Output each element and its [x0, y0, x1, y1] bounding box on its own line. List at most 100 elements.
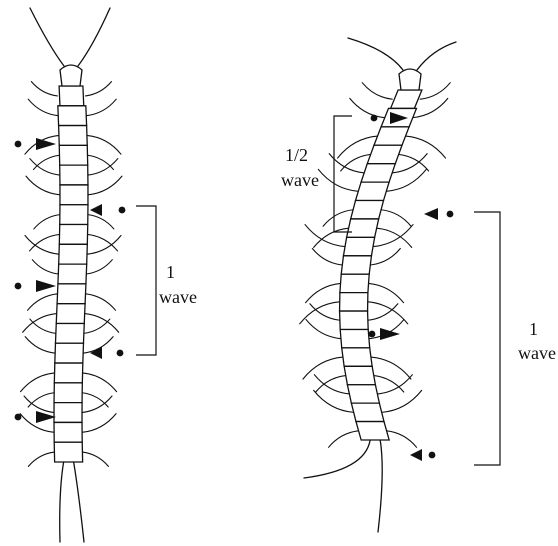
left-antenna-left [30, 8, 64, 66]
left-segment-17 [54, 422, 82, 442]
left-leg-right-16 [82, 396, 112, 413]
left-segment-9 [58, 264, 87, 284]
right-leg-left-8 [305, 225, 345, 247]
right-leg-left-10 [306, 283, 341, 302]
left-leg-left-1 [28, 99, 58, 116]
right-segment-2 [374, 127, 409, 145]
right-leg-left-5 [318, 169, 358, 191]
right-leg-right-12 [368, 304, 398, 321]
left-segment-7 [59, 225, 87, 245]
right-marker-2-dot [447, 211, 454, 218]
left-leg-right-11 [85, 314, 119, 333]
right-segment-6 [351, 201, 384, 219]
right-leg-left-6 [323, 210, 353, 227]
left-leg-left-6 [34, 215, 60, 229]
right-leg-left-15 [316, 376, 346, 393]
left-wave-number: 1 [166, 262, 175, 282]
left-leg-left-7 [30, 234, 60, 251]
left-centipede [20, 8, 122, 542]
right-marker-4-dot [429, 452, 436, 459]
left-leg-left-15 [28, 393, 54, 407]
left-head [60, 65, 82, 86]
right-segment-8 [343, 237, 374, 255]
right-segment-0 [391, 90, 422, 108]
right-segment-18 [356, 422, 389, 440]
left-segment-16 [54, 403, 82, 423]
left-leg-left-3 [33, 155, 59, 169]
left-leg-right-10 [86, 294, 116, 311]
right-leg-right-10 [369, 283, 404, 302]
left-segment-18 [54, 442, 82, 462]
left-leg-right-5 [88, 176, 122, 195]
left-segment-10 [57, 284, 86, 304]
left-segment-4 [60, 165, 88, 185]
left-leg-right-2 [87, 135, 121, 154]
left-leg-left-9 [32, 260, 58, 274]
right-leg-left-1 [350, 98, 385, 117]
left-segment-11 [56, 304, 85, 324]
right-marker-4-wedge [410, 449, 422, 461]
right-marker-3-wedge [380, 328, 400, 340]
right-antenna-left [348, 38, 403, 70]
left-leg-right-9 [86, 260, 112, 274]
left-leg-left-13 [25, 337, 55, 354]
right-half-wave-number: 1/2 [285, 145, 308, 165]
left-segment-14 [54, 363, 82, 383]
left-marker-4-wedge [90, 347, 102, 359]
right-segment-7 [347, 219, 379, 237]
left-marker-2-dot [119, 207, 126, 214]
right-leg-left-18 [329, 431, 359, 448]
left-segment-0 [59, 86, 84, 106]
left-one-wave-bracket [136, 206, 156, 355]
right-leg-left-12 [310, 304, 340, 321]
right-segment-5 [356, 182, 390, 200]
left-leg-right-14 [83, 373, 117, 392]
left-leg-left-4 [30, 159, 60, 176]
right-leg-right-1 [413, 98, 448, 117]
left-marker-1-wedge [36, 138, 56, 150]
left-segment-5 [60, 185, 88, 205]
right-one-wave-bracket [474, 212, 500, 465]
right-leg-right-6 [381, 210, 411, 227]
right-segment-3 [367, 145, 402, 163]
left-marker-4-dot [117, 350, 124, 357]
left-marker-1-dot [15, 141, 22, 148]
left-leg-left-10 [28, 294, 58, 311]
right-leg-left-14 [303, 357, 343, 379]
left-leg-left-16 [24, 396, 54, 413]
right-segment-13 [340, 329, 370, 347]
right-segment-4 [361, 164, 395, 182]
left-leg-left-0 [31, 82, 57, 96]
left-leg-left-11 [23, 314, 57, 333]
left-marker-5-dot [15, 414, 22, 421]
right-leg-right-15 [374, 376, 404, 393]
right-head [399, 69, 421, 90]
left-segment-2 [59, 126, 88, 146]
left-segment-12 [55, 323, 84, 343]
right-tail-right [378, 440, 382, 532]
left-leg-right-7 [88, 234, 118, 251]
right-segment-10 [340, 274, 369, 292]
left-leg-right-8 [87, 236, 121, 255]
right-marker-1-dot [371, 115, 378, 122]
left-tail-left [60, 462, 64, 542]
left-leg-right-0 [85, 82, 111, 96]
left-antenna-right [78, 8, 110, 66]
right-centipede [300, 38, 456, 532]
left-wave-label: wave [159, 287, 197, 307]
right-leg-left-9 [312, 249, 342, 266]
right-leg-left-16 [314, 375, 349, 394]
right-leg-right-17 [382, 390, 422, 412]
right-leg-right-18 [387, 431, 417, 448]
left-segment-6 [60, 205, 88, 225]
right-leg-right-9 [370, 249, 400, 266]
right-wave-number: 1 [529, 319, 538, 339]
left-leg-right-3 [87, 155, 113, 169]
left-segment-15 [54, 383, 82, 403]
right-marker-2-wedge [424, 208, 438, 220]
right-segment-16 [347, 385, 379, 403]
left-leg-left-18 [28, 452, 54, 466]
left-leg-left-5 [26, 176, 60, 195]
right-half-wave-label: wave [281, 170, 319, 190]
left-leg-right-1 [86, 99, 116, 116]
